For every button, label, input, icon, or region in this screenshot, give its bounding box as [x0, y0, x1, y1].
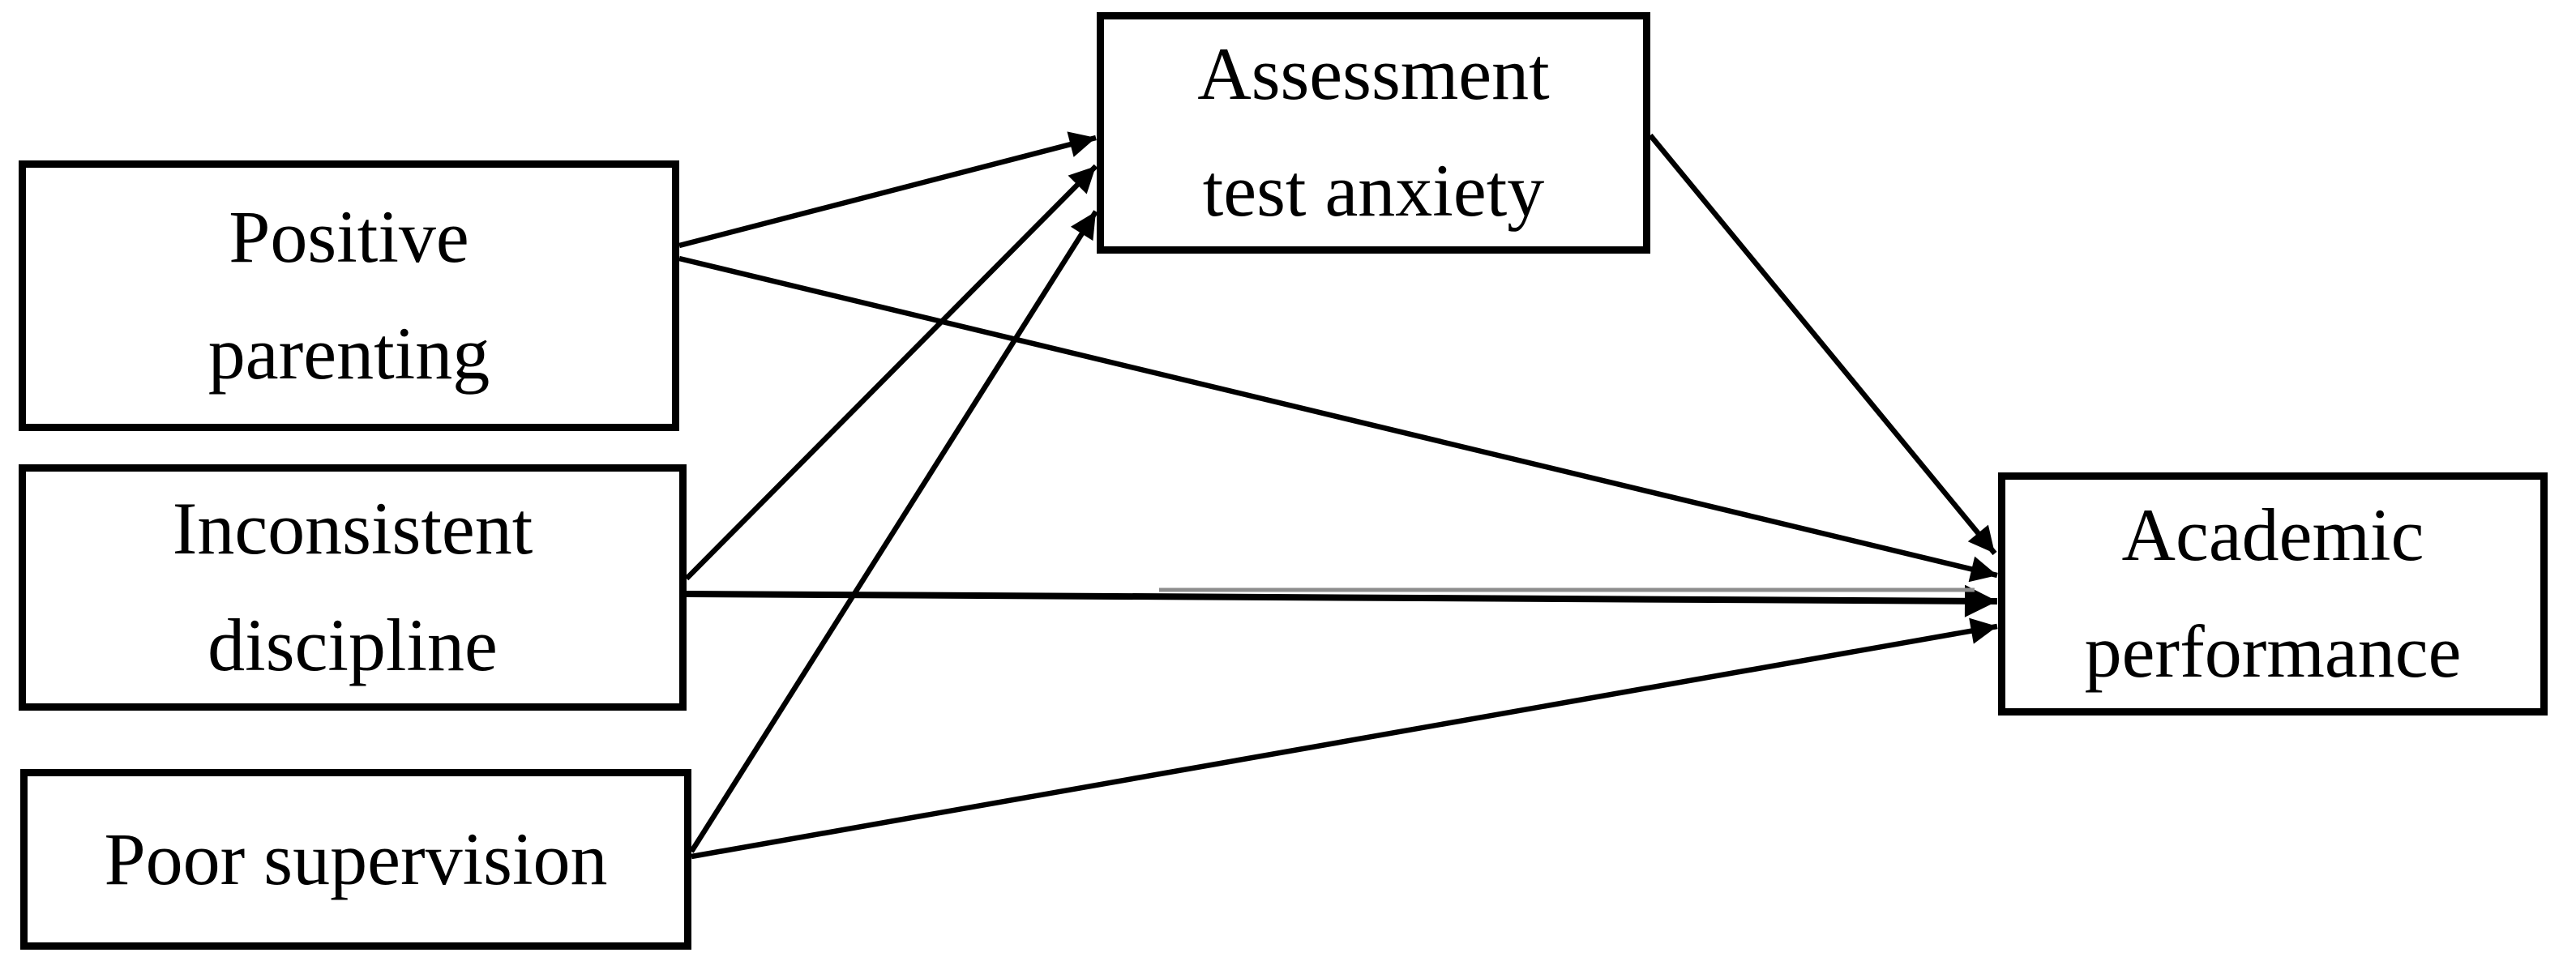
edge-positive-to-academic	[678, 255, 1998, 583]
edge-inconsistent-to-assessment	[684, 164, 1098, 581]
node-positive-parenting-label-line-2: parenting	[208, 312, 490, 395]
node-academic-performance: Academic performance	[1998, 472, 2548, 716]
node-academic-performance-label-line-2: performance	[2084, 610, 2462, 693]
node-assessment-test-anxiety-label-line-1: Assessment	[1197, 32, 1550, 116]
node-poor-supervision-label-line-1: Poor supervision	[104, 817, 608, 900]
node-assessment-test-anxiety-label-line-2: test anxiety	[1202, 149, 1545, 232]
node-assessment-test-anxiety: Assessment test anxiety	[1097, 12, 1650, 254]
edge-assessment-to-academic	[1648, 133, 1997, 556]
edge-positive-to-assessment	[678, 131, 1097, 249]
node-positive-parenting-label-line-1: Positive	[229, 195, 469, 279]
node-inconsistent-discipline-label-line-2: discipline	[208, 604, 498, 686]
node-inconsistent-discipline: Inconsistent discipline	[19, 464, 687, 711]
node-positive-parenting: Positive parenting	[19, 160, 679, 431]
node-poor-supervision: Poor supervision	[20, 769, 691, 950]
node-inconsistent-discipline-label-line-1: Inconsistent	[172, 487, 533, 570]
node-academic-performance-label-line-1: Academic	[2121, 493, 2424, 577]
edge-poor-to-assessment	[689, 210, 1098, 853]
edge-inconsistent-to-academic	[686, 584, 1998, 617]
edge-poor-to-academic	[691, 617, 1998, 860]
